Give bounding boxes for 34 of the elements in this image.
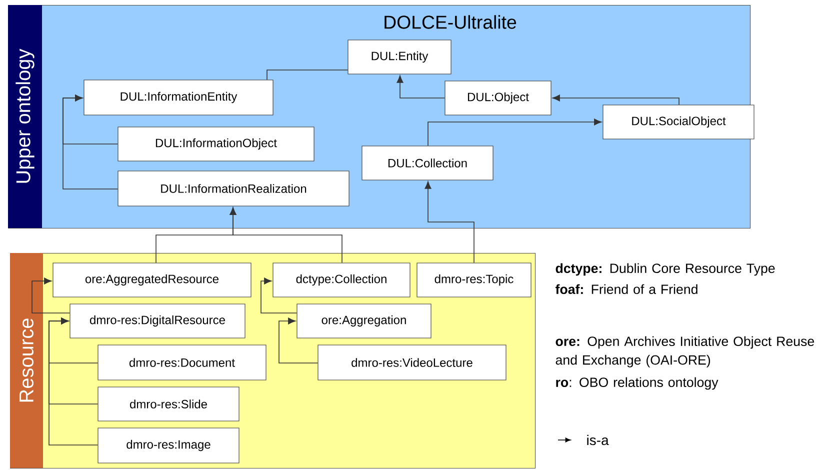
class-box: dctype:Collection xyxy=(272,262,410,298)
class-box: DUL:Entity xyxy=(348,40,452,74)
note-text: ore: Open Archives Initiative Object Reuse and Exchange (OAI-ORE) xyxy=(556,336,814,368)
arrow xyxy=(428,118,602,146)
arrow xyxy=(48,318,98,446)
arrow xyxy=(552,94,680,106)
class-box: DUL:Object xyxy=(444,80,552,116)
note-text: foaf: Friend of a Friend xyxy=(556,284,698,294)
note-text: ro: OBO relations ontology xyxy=(556,377,718,390)
class-box: dmro-res:Slide xyxy=(98,386,240,422)
arrow xyxy=(230,207,342,264)
arrow xyxy=(396,75,446,98)
class-box: dmro-res:Image xyxy=(98,428,240,464)
class-box: dmro-res:VideoLecture xyxy=(318,344,506,380)
arrow xyxy=(32,278,70,314)
class-box: dmro-res:Topic xyxy=(416,262,532,298)
class-box: DUL:Collection xyxy=(362,146,494,180)
arrow xyxy=(62,94,118,190)
arrow xyxy=(424,181,474,264)
class-box: dmro-res:DigitalResource xyxy=(70,304,246,338)
arrow xyxy=(260,278,298,314)
class-box: DUL:InformationEntity xyxy=(84,80,274,116)
class-box: ore:AggregatedResource xyxy=(52,262,252,298)
panel-title: DOLCE-Ultralite xyxy=(384,15,516,29)
class-box: DUL:InformationObject xyxy=(118,126,314,162)
class-box: dmro-res:Document xyxy=(98,344,266,380)
note-text: dctype: Dublin Core Resource Type xyxy=(556,263,775,276)
class-box: ore:Aggregation xyxy=(296,304,432,338)
legend-label: is-a xyxy=(587,434,609,446)
arrow xyxy=(278,318,318,364)
class-box: DUL:InformationRealization xyxy=(118,170,350,206)
class-box: DUL:SocialObject xyxy=(602,104,754,140)
sidebar-label: Resource xyxy=(20,318,34,402)
sidebar-label: Upper ontology xyxy=(16,48,34,183)
